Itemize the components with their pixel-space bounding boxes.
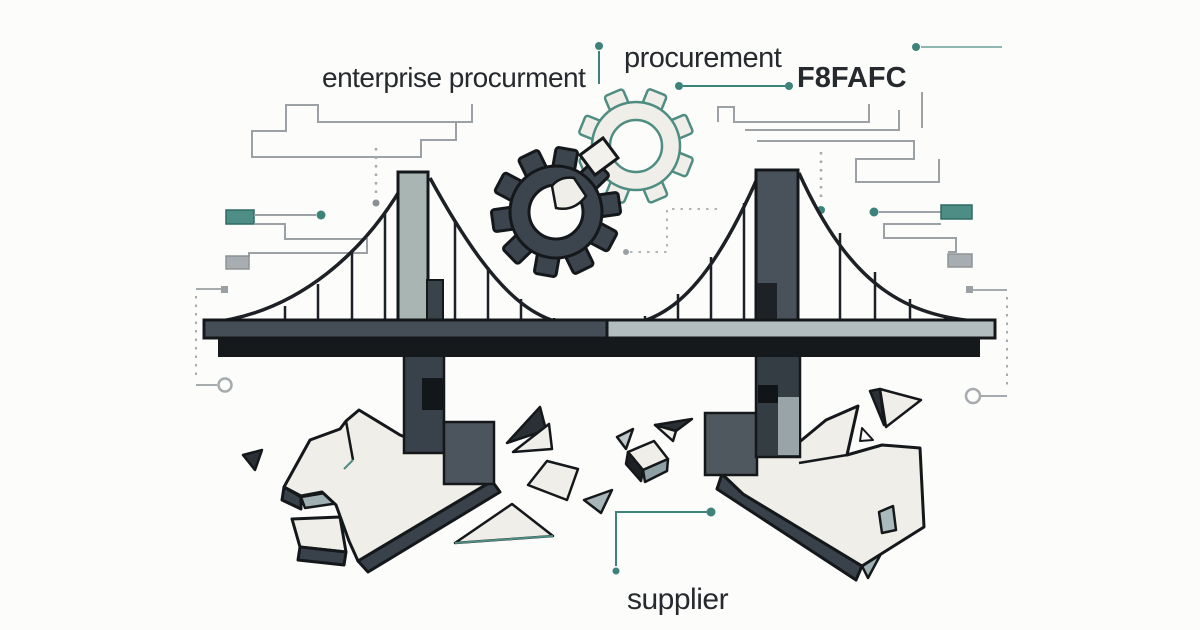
gray-chip: [225, 255, 250, 270]
broken-fragments-center: [453, 405, 694, 545]
gray-chip: [947, 253, 973, 268]
dashed-trace-right: [964, 286, 1008, 405]
gear-connector-fragment: [577, 135, 621, 178]
bridge-left-tower: [396, 170, 496, 486]
deck-left-span: [202, 318, 609, 340]
gear-light-icon: [578, 88, 694, 204]
label-supplier-line1: supplier: [627, 583, 729, 617]
circuit-trace-mid-left: [225, 209, 368, 270]
circle-terminal: [964, 387, 982, 405]
gear-broken-tooth-fragment: [550, 176, 588, 210]
teal-chip: [225, 209, 255, 225]
bridge-deck: [202, 318, 997, 357]
dashed-corner-gear: [623, 208, 722, 255]
circle-terminal: [217, 377, 233, 393]
teal-node-dot: [316, 210, 326, 220]
label-supplier-commitments: supplier comntitments: [627, 520, 799, 630]
teal-chip: [940, 204, 973, 220]
circuit-trace-top-left: [251, 104, 473, 158]
deck-underside: [218, 338, 980, 357]
gear-dark-icon: [489, 135, 623, 278]
callout-connectors: [595, 42, 1002, 575]
label-procurement: procurement: [624, 42, 782, 74]
label-enterprise-procurement: enterprise procurment: [322, 62, 586, 93]
circuit-trace-top-right: [717, 92, 940, 183]
teal-node-dot: [869, 207, 879, 217]
label-f8fafc: F8FAFC: [797, 62, 907, 94]
bridge-right-tower: [703, 168, 802, 477]
deck-right-span: [605, 318, 997, 340]
square-node: [966, 286, 973, 293]
circuit-trace-mid-right: [869, 204, 973, 268]
square-node: [221, 286, 228, 293]
dashed-trace-left: [195, 286, 233, 393]
